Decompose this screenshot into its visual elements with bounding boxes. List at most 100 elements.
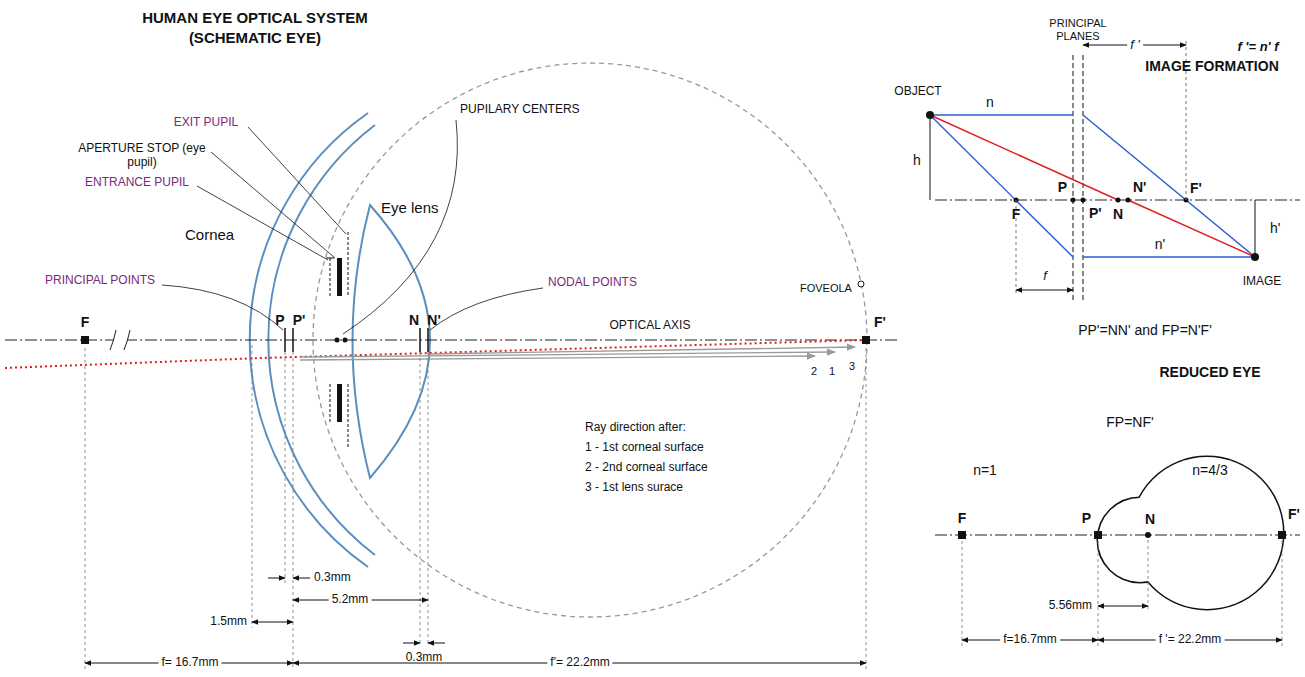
image-arrow (1255, 200, 1256, 257)
extension-line (1282, 541, 1283, 646)
nodal-point-mark (419, 328, 421, 352)
point-label: F (1012, 206, 1021, 222)
principal-point-mark (292, 328, 294, 352)
point-label: N (1145, 511, 1155, 527)
ray-line (930, 115, 1073, 257)
extension-line (428, 352, 429, 646)
point-label: P' (293, 312, 306, 328)
light-ray (5, 340, 866, 368)
index-label: n (986, 94, 994, 110)
focal-point (1278, 531, 1286, 539)
focal-point (958, 531, 966, 539)
part-label: APERTURE STOP (eye pupil) (77, 142, 207, 170)
extension-line (252, 345, 253, 628)
ray-direction-3 (430, 347, 855, 354)
cardinal-point (1081, 198, 1086, 203)
index-label: n' (1155, 236, 1165, 252)
optical-axis (5, 340, 900, 341)
dimension-line (1016, 290, 1073, 291)
nodal-ray (1128, 200, 1255, 257)
ray-line (1083, 256, 1255, 257)
note-text: 1 - 1st corneal surface (585, 441, 704, 455)
focal-point (862, 336, 870, 344)
part-label: IMAGE (1243, 275, 1282, 289)
exit-pupil (348, 384, 349, 448)
principal-point (1094, 531, 1102, 539)
section-heading: REDUCED EYE (1159, 364, 1260, 380)
reduced-eye-cornea (1098, 498, 1182, 582)
note-text: Ray direction after: (585, 421, 686, 435)
optical-axis (935, 535, 1300, 536)
point-label: P (1082, 510, 1091, 526)
nodal-ray (930, 115, 1118, 200)
part-label: Cornea (185, 226, 234, 243)
cardinal-point (1126, 198, 1131, 203)
nodal-point-mark (427, 328, 429, 352)
dimension-label: f (1043, 269, 1047, 284)
cardinal-points (1014, 198, 1189, 203)
callout-number: 2 (811, 365, 817, 378)
formula-text: PP'=NN' and FP=N'F' (1078, 322, 1212, 338)
cardinal-point (1071, 198, 1076, 203)
diagram-title: HUMAN EYE OPTICAL SYSTEM (SCHEMATIC EYE) (125, 8, 385, 47)
dimension-lines (85, 578, 866, 663)
pupil-center (343, 338, 348, 343)
index-label: n=4/3 (1192, 462, 1227, 478)
foveola-mark (858, 281, 864, 287)
extension-line (1148, 540, 1149, 612)
point-label: P (275, 312, 284, 328)
object-point (926, 111, 934, 119)
exit-pupil (348, 232, 349, 296)
dimension-label: f=16.7mm (1000, 633, 1060, 647)
note-text: 2 - 2nd corneal surface (585, 461, 708, 475)
section-heading: IMAGE FORMATION (1145, 58, 1279, 74)
dimension-line (252, 622, 293, 623)
part-label: Eye lens (381, 199, 439, 216)
formula-text: f '= n' f (1237, 40, 1278, 55)
entrance-pupil (330, 258, 331, 296)
entrance-pupil (330, 384, 331, 422)
point-label: F' (1288, 506, 1300, 522)
point-label: N (409, 312, 419, 328)
extension-line (285, 352, 286, 584)
dimension-label: f '= 22.2mm (1156, 633, 1225, 647)
dimension-label: 0.3mm (314, 571, 351, 585)
dimension-line (268, 578, 285, 579)
part-label: OBJECT (894, 85, 941, 99)
leader-line (248, 127, 346, 234)
dimension-line (293, 578, 310, 579)
dimension-label: f'= 22.2mm (547, 656, 612, 670)
part-label: PUPILARY CENTERS (460, 103, 580, 117)
dimension-label: 5.56mm (1049, 599, 1092, 613)
nodal-point (1145, 532, 1151, 538)
extension-line (866, 348, 867, 670)
extension-line (420, 352, 421, 646)
part-label: PRINCIPAL PLANES (1038, 17, 1118, 42)
point-label: P (1058, 179, 1067, 195)
image-point (1251, 253, 1259, 261)
reduced-eye-fill (1098, 498, 1182, 582)
dimension-label: h (913, 152, 921, 168)
object-arrow (930, 115, 931, 200)
part-label: EXIT PUPIL (174, 116, 238, 130)
principal-plane (1083, 55, 1084, 300)
extension-lines (962, 540, 1282, 646)
ray-line (930, 114, 1073, 115)
part-label: FOVEOLA (800, 282, 852, 295)
point-label: N' (1133, 179, 1146, 195)
extension-lines (85, 345, 866, 670)
dimension-line (428, 643, 445, 644)
leader-line (162, 285, 283, 330)
extension-line (85, 348, 86, 670)
leader-line (197, 186, 328, 260)
principal-plane (1073, 55, 1074, 300)
pupil-center (335, 338, 340, 343)
cardinal-point (1116, 198, 1121, 203)
dimension-label: f= 16.7mm (158, 656, 221, 670)
dimension-label: 1.5mm (210, 615, 247, 629)
leader-line (343, 120, 457, 334)
dimension-line (1098, 606, 1148, 607)
point-label: N (1113, 206, 1123, 222)
point-label: F (958, 510, 967, 526)
note-text: 3 - 1st lens surace (585, 481, 683, 495)
